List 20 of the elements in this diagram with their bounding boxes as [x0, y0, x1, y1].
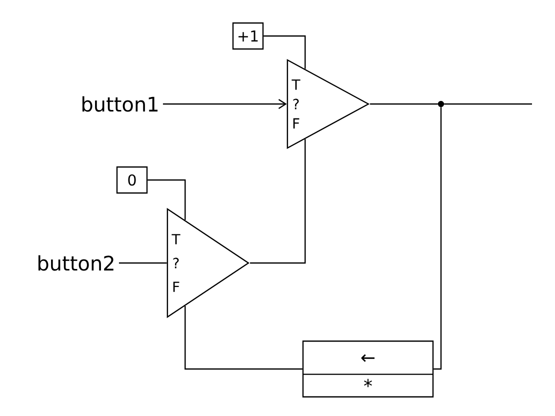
wire [184, 306, 302, 370]
button-label: button1 [82, 96, 158, 112]
wire [264, 35, 306, 69]
register-box: ← * [302, 340, 434, 398]
arrow [162, 99, 287, 109]
wire [444, 103, 532, 105]
wire [370, 103, 438, 105]
constant-box: +1 [232, 22, 264, 50]
wire [434, 107, 442, 370]
mux-input-label: F [173, 282, 180, 292]
mux-input-label: F [293, 118, 300, 128]
mux-input-label: T [292, 80, 300, 90]
mux-input-label: T [172, 234, 180, 244]
wire [148, 179, 186, 220]
button-label: button2 [38, 255, 114, 271]
mux-input-label: ? [173, 258, 179, 268]
mux-input-label: ? [293, 98, 299, 110]
wire [118, 262, 167, 264]
wire [250, 139, 306, 264]
constant-box: 0 [116, 166, 148, 194]
